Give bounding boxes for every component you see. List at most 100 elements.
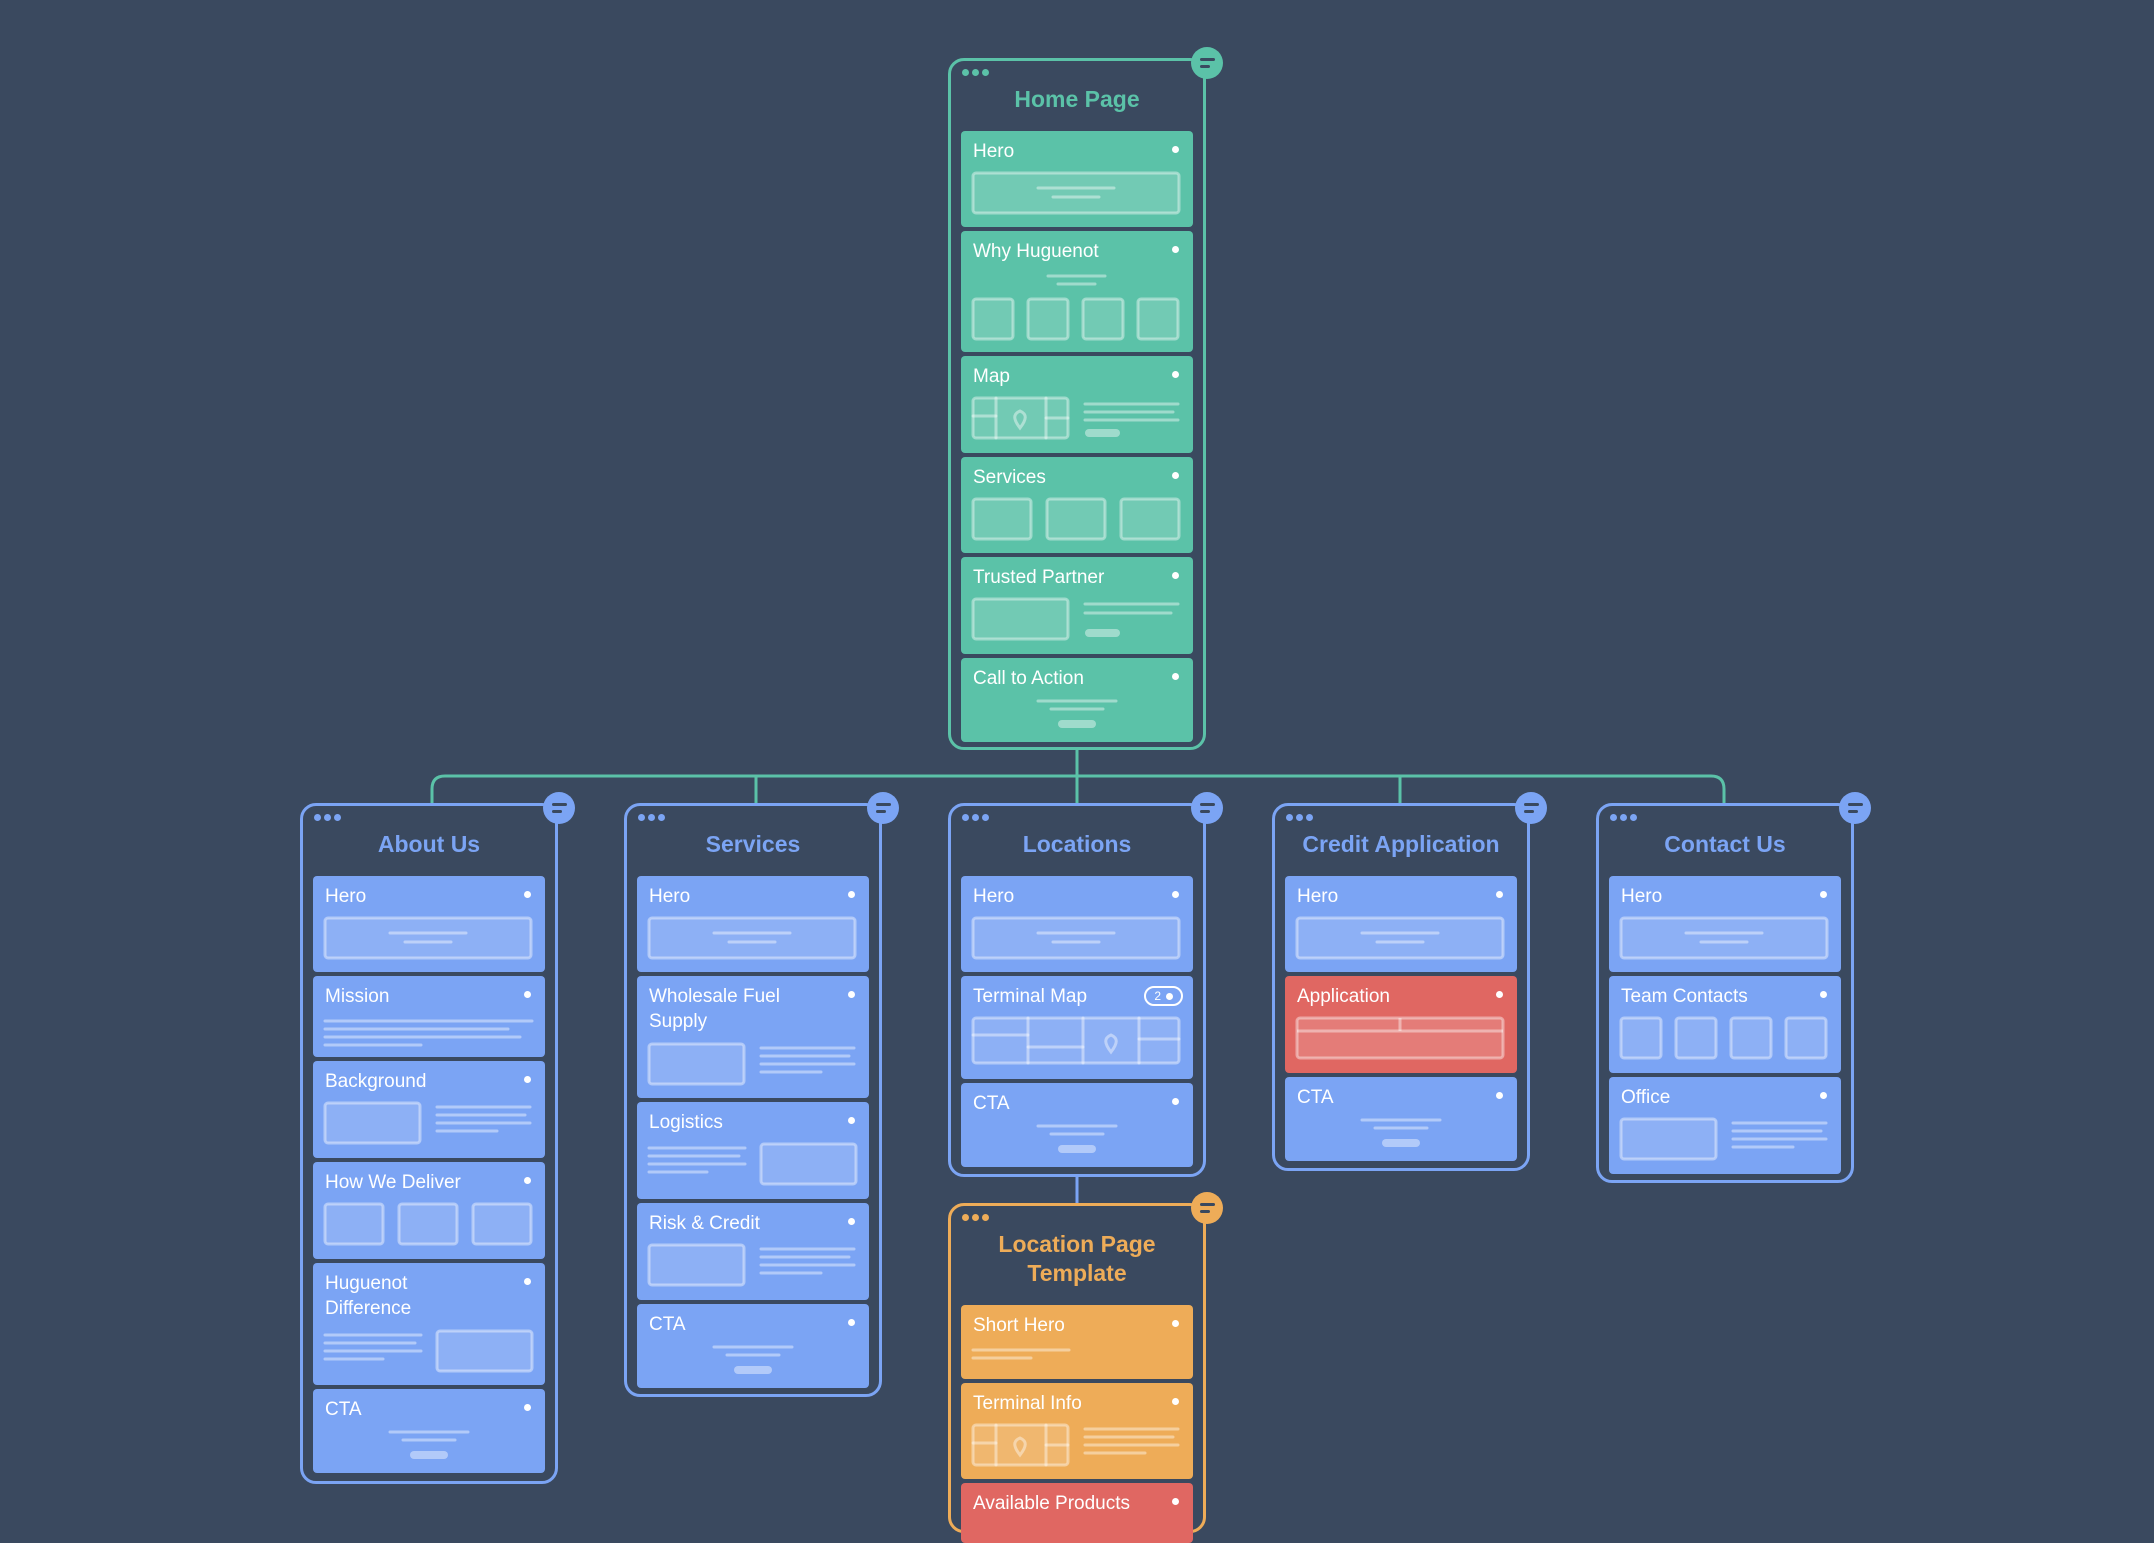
page-menu-icon[interactable]: [1839, 792, 1871, 824]
section-dot-icon: [1820, 891, 1827, 898]
page-menu-icon[interactable]: [867, 792, 899, 824]
page-title: Services: [705, 831, 801, 857]
section-services[interactable]: Services: [961, 457, 1193, 553]
section-label: Huguenot Difference: [325, 1273, 412, 1319]
page-card-home[interactable]: Home Page Hero Why Huguenot Map: [948, 47, 1223, 750]
section-terminal-map[interactable]: Terminal Map 2: [961, 976, 1193, 1079]
section-cta[interactable]: CTA: [1285, 1077, 1517, 1161]
section-cta[interactable]: CTA: [313, 1389, 545, 1473]
more-options-icon[interactable]: [314, 814, 341, 821]
section-label: Background: [325, 1071, 427, 1092]
page-title: About Us: [377, 831, 481, 857]
section-why-huguenot[interactable]: Why Huguenot: [961, 231, 1193, 352]
page-menu-icon[interactable]: [1515, 792, 1547, 824]
section-application[interactable]: Application: [1285, 976, 1517, 1073]
page-title: Home Page: [1014, 86, 1140, 112]
section-dot-icon: [1172, 1498, 1179, 1505]
section-label: Services: [973, 467, 1046, 488]
more-options-icon[interactable]: [962, 814, 989, 821]
section-call-to-action[interactable]: Call to Action: [961, 658, 1193, 742]
section-team-contacts[interactable]: Team Contacts: [1609, 976, 1841, 1073]
section-label: CTA: [1297, 1087, 1334, 1108]
page-card-services[interactable]: Services Hero Wholesale Fuel Supply Logi…: [624, 792, 899, 1397]
page-menu-icon[interactable]: [1191, 1192, 1223, 1224]
section-label: CTA: [649, 1314, 686, 1335]
section-hero[interactable]: Hero: [313, 876, 545, 972]
section-label: Terminal Info: [973, 1393, 1082, 1414]
section-map[interactable]: Map: [961, 356, 1193, 453]
page-title: Locations: [1022, 831, 1132, 857]
section-office[interactable]: Office: [1609, 1077, 1841, 1174]
section-huguenot-difference[interactable]: Huguenot Difference: [313, 1263, 545, 1385]
section-dot-icon: [1172, 572, 1179, 579]
page-title: Location Page Template: [998, 1231, 1156, 1286]
section-how-we-deliver[interactable]: How We Deliver: [313, 1162, 545, 1259]
section-dot-icon: [1496, 1092, 1503, 1099]
section-dot-icon: [1172, 1398, 1179, 1405]
section-dot-icon: [1172, 1098, 1179, 1105]
section-dot-icon: [848, 1218, 855, 1225]
page-card-contact-us[interactable]: Contact Us Hero Team Contacts Office: [1596, 792, 1871, 1183]
section-logistics[interactable]: Logistics: [637, 1102, 869, 1199]
more-options-icon[interactable]: [962, 69, 989, 76]
section-dot-icon: [1172, 472, 1179, 479]
section-cta[interactable]: CTA: [637, 1304, 869, 1388]
section-available-products[interactable]: Available Products: [961, 1483, 1193, 1543]
section-label: Office: [1621, 1087, 1671, 1108]
section-trusted-partner[interactable]: Trusted Partner: [961, 557, 1193, 654]
section-cta[interactable]: CTA: [961, 1083, 1193, 1167]
section-terminal-info[interactable]: Terminal Info: [961, 1383, 1193, 1479]
section-label: Team Contacts: [1621, 986, 1748, 1007]
page-menu-icon[interactable]: [1191, 47, 1223, 79]
section-dot-icon: [1496, 891, 1503, 898]
section-label: Call to Action: [973, 668, 1084, 689]
more-options-icon[interactable]: [1610, 814, 1637, 821]
section-dot-icon: [1172, 246, 1179, 253]
page-menu-icon[interactable]: [543, 792, 575, 824]
page-title: Contact Us: [1664, 831, 1786, 857]
section-label: Hero: [325, 886, 367, 907]
section-dot-icon: [1172, 673, 1179, 680]
page-card-locations[interactable]: Locations Hero Terminal Map 2: [948, 792, 1223, 1177]
section-label: Hero: [1297, 886, 1339, 907]
section-hero[interactable]: Hero: [637, 876, 869, 972]
section-dot-icon: [848, 1117, 855, 1124]
section-label: Logistics: [649, 1112, 723, 1133]
page-card-location-template[interactable]: Location Page Template Short Hero Termin…: [948, 1192, 1223, 1543]
section-label: Hero: [973, 141, 1015, 162]
section-dot-icon: [1172, 371, 1179, 378]
comment-count: 2: [1154, 989, 1161, 1003]
section-hero[interactable]: Hero: [1285, 876, 1517, 972]
page-menu-icon[interactable]: [1191, 792, 1223, 824]
section-label: Trusted Partner: [973, 567, 1105, 588]
section-label: Why Huguenot: [973, 241, 1099, 262]
section-hero[interactable]: Hero: [961, 131, 1193, 227]
section-label: Risk & Credit: [649, 1213, 760, 1234]
section-label: Map: [973, 366, 1010, 387]
section-dot-icon: [524, 1177, 531, 1184]
section-hero[interactable]: Hero: [961, 876, 1193, 972]
section-wholesale-fuel-supply[interactable]: Wholesale Fuel Supply: [637, 976, 869, 1098]
section-short-hero[interactable]: Short Hero: [961, 1305, 1193, 1379]
comment-count-badge[interactable]: 2: [1144, 986, 1183, 1006]
section-risk-credit[interactable]: Risk & Credit: [637, 1203, 869, 1300]
more-options-icon[interactable]: [638, 814, 665, 821]
more-options-icon[interactable]: [962, 1214, 989, 1221]
section-dot-icon: [1172, 891, 1179, 898]
section-dot-icon: [524, 1076, 531, 1083]
section-dot-icon: [848, 1319, 855, 1326]
page-card-about-us[interactable]: About Us Hero Mission Background: [300, 792, 575, 1484]
section-mission[interactable]: Mission: [313, 976, 545, 1057]
section-dot-icon: [848, 991, 855, 998]
section-dot-icon: [1820, 991, 1827, 998]
section-hero[interactable]: Hero: [1609, 876, 1841, 972]
section-label: How We Deliver: [325, 1172, 461, 1193]
section-background[interactable]: Background: [313, 1061, 545, 1158]
section-label: Wholesale Fuel Supply: [649, 986, 780, 1032]
page-card-credit-application[interactable]: Credit Application Hero Application CTA: [1272, 792, 1547, 1171]
section-label: CTA: [325, 1399, 362, 1420]
section-label: Mission: [325, 986, 390, 1007]
more-options-icon[interactable]: [1286, 814, 1313, 821]
section-dot-icon: [1172, 1320, 1179, 1327]
